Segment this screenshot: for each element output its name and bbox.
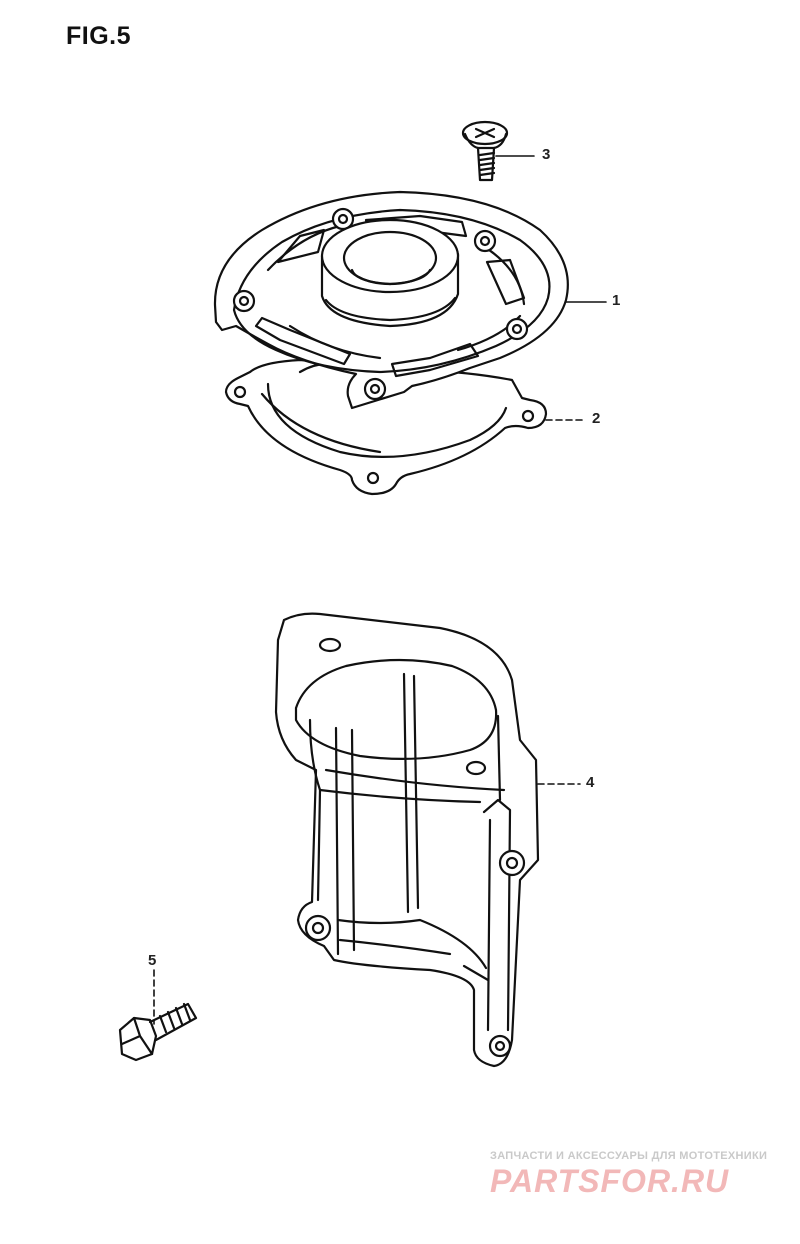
part-1-housing-plate: [213, 190, 569, 410]
part-5-bolt: [118, 1002, 198, 1062]
leader-lines: [153, 155, 607, 1025]
callout-4: 4: [586, 774, 595, 791]
watermark-logo-text: PARTSFOR.RU: [490, 1164, 729, 1198]
callout-2: 2: [592, 410, 601, 427]
callout-5: 5: [148, 952, 157, 969]
watermark-logo: PARTSFOR.RU: [490, 1164, 729, 1198]
callout-1: 1: [612, 292, 621, 309]
figure-title: FIG.5: [66, 22, 132, 50]
part-2-gasket: [224, 358, 548, 496]
part-3-screw: [461, 120, 509, 182]
callout-3: 3: [542, 146, 551, 163]
watermark-tagline: ЗАПЧАСТИ И АКСЕССУАРЫ ДЛЯ МОТОТЕХНИКИ: [490, 1150, 768, 1162]
part-4-bracket: [274, 612, 540, 1068]
